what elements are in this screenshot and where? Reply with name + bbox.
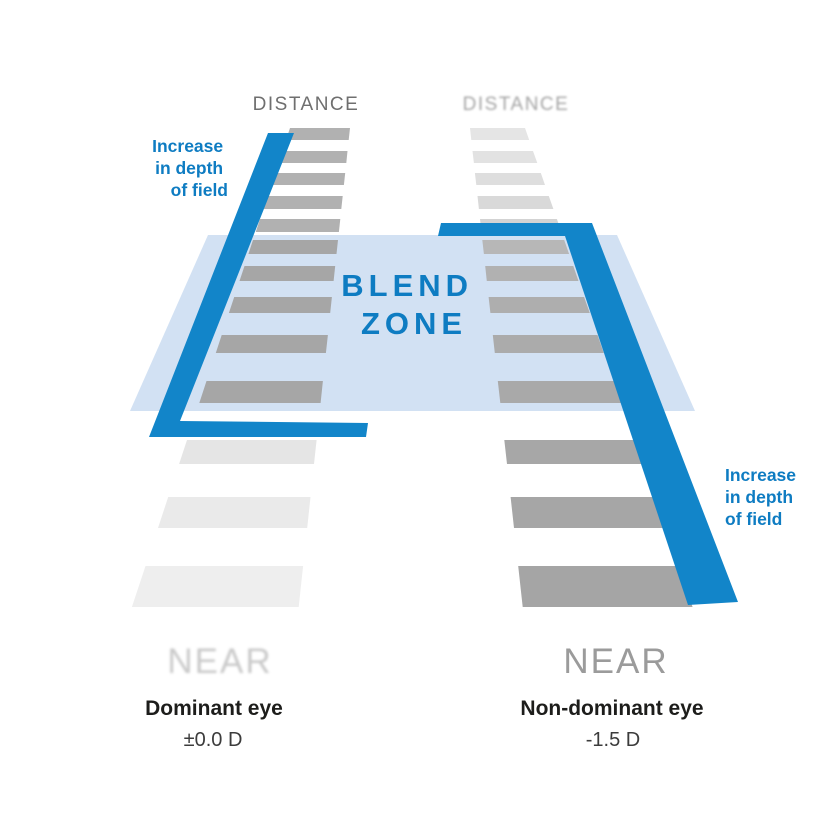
ladder-rung xyxy=(477,196,554,209)
blend-zone-label: BLEND ZONE xyxy=(341,268,486,341)
ladder-rung xyxy=(199,381,323,403)
near-label-nondominant: NEAR xyxy=(563,642,668,681)
non-dominant-ladder-rungs xyxy=(470,128,693,607)
ladder-rung xyxy=(485,266,579,281)
label-line: of field xyxy=(171,180,228,200)
dominant-ladder-rungs xyxy=(131,128,350,607)
label-line: in depth xyxy=(725,487,793,507)
dominant-eye-power: ±0.0 D xyxy=(184,729,243,751)
ladder-rung xyxy=(488,297,590,313)
ladder-rung xyxy=(492,335,604,353)
ladder-rung xyxy=(271,173,346,185)
ladder-rung xyxy=(278,151,348,163)
label-line: Increase xyxy=(152,136,223,156)
non-dominant-depth-of-field-band xyxy=(438,223,738,605)
dominant-eye-label: Dominant eye xyxy=(145,697,283,720)
ladder-rung xyxy=(482,240,570,254)
ladder-rung xyxy=(472,151,538,163)
non-dominant-eye-power: -1.5 D xyxy=(586,729,640,751)
ladder-rung xyxy=(215,335,328,353)
ladder-rung xyxy=(263,196,343,209)
label-line: of field xyxy=(725,509,782,529)
dominant-depth-of-field-band xyxy=(149,133,368,437)
ladder-rung xyxy=(497,381,622,403)
ladder-rung xyxy=(255,219,341,232)
label-line: ZONE xyxy=(361,306,467,341)
ladder-rung xyxy=(179,440,317,464)
ladder-rung xyxy=(470,128,530,140)
label-line: BLEND xyxy=(341,268,473,303)
ladder-rung xyxy=(474,173,545,185)
ladder-rung xyxy=(510,497,665,528)
ladder-rung xyxy=(158,497,311,528)
distance-label-nondominant: DISTANCE xyxy=(463,94,570,115)
label-line: in depth xyxy=(155,158,223,178)
increase-depth-label-dominant: Increase in depth of field xyxy=(152,136,228,200)
non-dominant-eye-label: Non-dominant eye xyxy=(520,697,703,720)
ladder-rung xyxy=(248,240,338,254)
increase-depth-label-nondominant: Increase in depth of field xyxy=(725,465,801,529)
label-line: Increase xyxy=(725,465,796,485)
ladder-rung xyxy=(228,297,332,313)
distance-label-dominant: DISTANCE xyxy=(253,94,360,115)
ladder-rung xyxy=(504,440,643,464)
ladder-rung xyxy=(239,266,336,281)
ladder-rung xyxy=(286,128,350,140)
ladder-rung xyxy=(518,566,693,607)
ladder-rung xyxy=(131,566,304,607)
near-label-dominant: NEAR xyxy=(167,642,272,681)
